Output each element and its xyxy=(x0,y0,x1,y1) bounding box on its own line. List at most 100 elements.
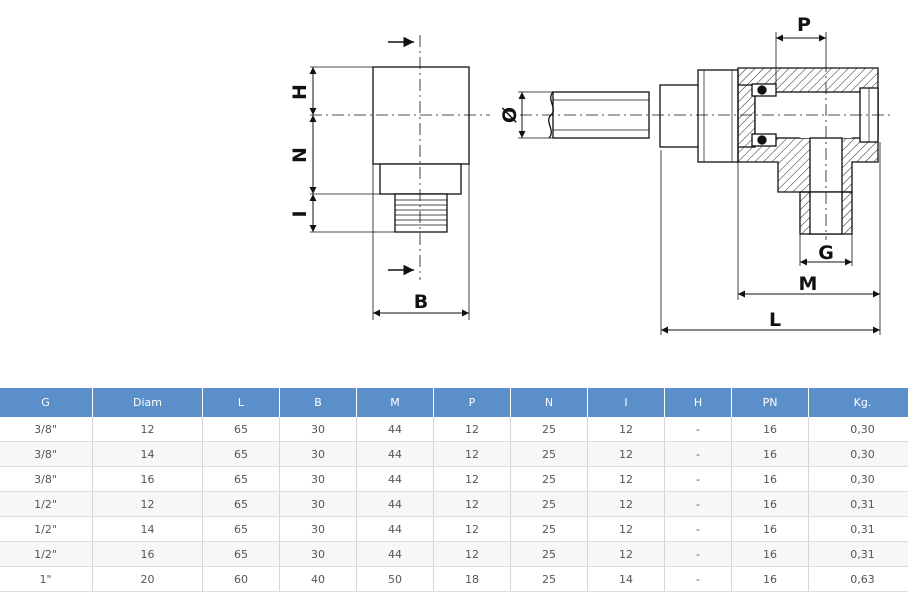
section-view xyxy=(518,32,892,335)
table-cell: 0,63 xyxy=(808,566,908,592)
column-header: Diam xyxy=(92,388,203,417)
table-cell: 1/2" xyxy=(0,541,93,567)
table-cell: 12 xyxy=(433,491,511,517)
table-cell: 25 xyxy=(510,466,588,492)
table-cell: 0,31 xyxy=(808,541,908,567)
table-cell: - xyxy=(664,516,732,542)
technical-drawing: H N I B Ø P G M L xyxy=(289,14,892,335)
table-cell: 44 xyxy=(356,417,434,442)
table-cell: 25 xyxy=(510,566,588,592)
dim-label-h: H xyxy=(289,84,311,100)
dim-label-diam: Ø xyxy=(499,107,521,123)
table-cell: 12 xyxy=(433,541,511,567)
dim-label-g: G xyxy=(818,242,834,264)
table-cell: 65 xyxy=(202,441,280,467)
table-cell: 12 xyxy=(587,441,665,467)
table-cell: 12 xyxy=(587,516,665,542)
table-cell: 65 xyxy=(202,516,280,542)
table-cell: 16 xyxy=(731,441,809,467)
table-cell: 50 xyxy=(356,566,434,592)
dim-label-i: I xyxy=(289,210,311,217)
table-cell: 30 xyxy=(279,491,357,517)
table-cell: 18 xyxy=(433,566,511,592)
table-cell: 16 xyxy=(731,516,809,542)
table-cell: 12 xyxy=(587,417,665,442)
table-cell: 14 xyxy=(92,516,203,542)
dim-label-m: M xyxy=(799,273,818,295)
side-view xyxy=(309,35,490,320)
table-cell: - xyxy=(664,466,732,492)
dim-label-b: B xyxy=(414,291,428,313)
table-cell: 12 xyxy=(433,441,511,467)
table-cell: 12 xyxy=(587,466,665,492)
table-cell: 65 xyxy=(202,417,280,442)
table-cell: 0,30 xyxy=(808,466,908,492)
column-header: I xyxy=(587,388,665,417)
column-header: B xyxy=(279,388,357,417)
table-cell: 0,31 xyxy=(808,491,908,517)
table-cell: 44 xyxy=(356,516,434,542)
table-cell: 0,30 xyxy=(808,417,908,442)
table-cell: 0,31 xyxy=(808,516,908,542)
table-cell: 16 xyxy=(731,466,809,492)
table-cell: 14 xyxy=(587,566,665,592)
table-cell: 65 xyxy=(202,541,280,567)
table-cell: 44 xyxy=(356,541,434,567)
table-cell: 30 xyxy=(279,417,357,442)
table-cell: 1/2" xyxy=(0,491,93,517)
table-cell: 25 xyxy=(510,541,588,567)
table-cell: 40 xyxy=(279,566,357,592)
column-header: L xyxy=(202,388,280,417)
table-cell: 25 xyxy=(510,441,588,467)
table-cell: 12 xyxy=(92,417,203,442)
table-cell: 12 xyxy=(433,516,511,542)
column-header: P xyxy=(433,388,511,417)
dim-label-p: P xyxy=(797,14,811,36)
table-cell: 25 xyxy=(510,516,588,542)
table-cell: 0,30 xyxy=(808,441,908,467)
column-header: H xyxy=(664,388,732,417)
table-cell: - xyxy=(664,417,732,442)
table-cell: 16 xyxy=(92,466,203,492)
table-cell: 44 xyxy=(356,441,434,467)
table-cell: 12 xyxy=(433,417,511,442)
dim-label-n: N xyxy=(289,147,311,163)
table-cell: 25 xyxy=(510,491,588,517)
table-cell: 30 xyxy=(279,466,357,492)
table-cell: 20 xyxy=(92,566,203,592)
table-cell: 16 xyxy=(92,541,203,567)
column-header: N xyxy=(510,388,588,417)
column-header: G xyxy=(0,388,93,417)
table-cell: 3/8" xyxy=(0,466,93,492)
table-cell: 60 xyxy=(202,566,280,592)
table-cell: 3/8" xyxy=(0,441,93,467)
column-header: PN xyxy=(731,388,809,417)
table-cell: 44 xyxy=(356,491,434,517)
table-cell: 16 xyxy=(731,566,809,592)
dim-label-l: L xyxy=(769,309,781,331)
table-cell: - xyxy=(664,566,732,592)
table-cell: 30 xyxy=(279,516,357,542)
table-cell: 12 xyxy=(92,491,203,517)
table-cell: 16 xyxy=(731,417,809,442)
table-cell: 12 xyxy=(587,541,665,567)
table-cell: 16 xyxy=(731,541,809,567)
table-cell: 1" xyxy=(0,566,93,592)
table-cell: 65 xyxy=(202,466,280,492)
column-header: M xyxy=(356,388,434,417)
table-cell: 12 xyxy=(587,491,665,517)
table-cell: 16 xyxy=(731,491,809,517)
table-cell: 14 xyxy=(92,441,203,467)
table-cell: 12 xyxy=(433,466,511,492)
table-cell: 30 xyxy=(279,441,357,467)
table-cell: 3/8" xyxy=(0,417,93,442)
table-cell: - xyxy=(664,441,732,467)
